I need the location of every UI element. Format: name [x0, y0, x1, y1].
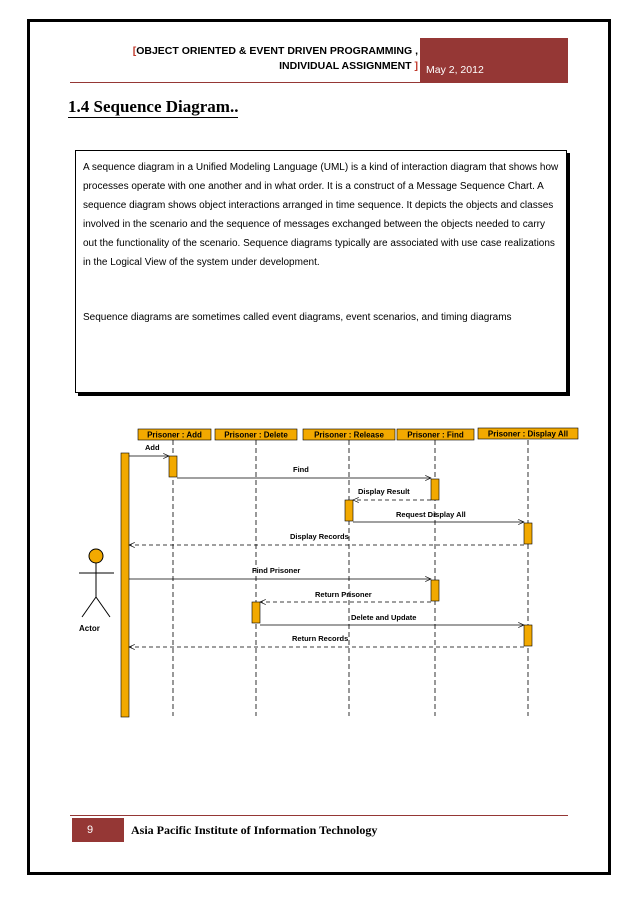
- actor-activation: [120, 452, 130, 718]
- footer-divider: [70, 815, 568, 816]
- activation-display-all-1: [523, 522, 533, 545]
- footer-page-box: 9: [72, 818, 124, 842]
- header-line2: INDIVIDUAL ASSIGNMENT: [279, 60, 412, 72]
- message-request-display-all-label: Request Display All: [396, 510, 466, 519]
- activation-find-1: [430, 478, 440, 501]
- object-box-add: [137, 428, 212, 441]
- header-line1: OBJECT ORIENTED & EVENT DRIVEN PROGRAMMI…: [136, 45, 418, 57]
- message-find-prisoner-label: Find Prisoner: [252, 566, 300, 575]
- object-label-find: Prisoner : Find: [407, 431, 464, 440]
- actor-figure: [79, 548, 114, 618]
- activation-display-all-2: [523, 624, 533, 647]
- header-title: [OBJECT ORIENTED & EVENT DRIVEN PROGRAMM…: [132, 45, 418, 72]
- alias-paragraph: Sequence diagrams are sometimes called e…: [83, 312, 512, 324]
- lifelines: [172, 440, 529, 716]
- activation-find-2: [430, 579, 440, 602]
- message-return-records-label: Return Records: [292, 634, 348, 643]
- actor-head: [88, 548, 104, 564]
- message-display-result-label: Display Result: [358, 487, 410, 496]
- actor-label: Actor: [79, 624, 100, 633]
- definition-paragraph: A sequence diagram in a Unified Modeling…: [83, 162, 559, 268]
- message-delete-update-label: Delete and Update: [351, 613, 416, 622]
- object-label-display-all: Prisoner : Display All: [488, 430, 568, 439]
- section-title: 1.4 Sequence Diagram..: [68, 97, 239, 118]
- page-border: [27, 19, 611, 875]
- header-divider: [70, 82, 568, 83]
- activation-release: [344, 499, 354, 522]
- message-add-label: Add: [145, 443, 160, 452]
- object-box-delete: [214, 428, 298, 441]
- page-number: 9: [87, 824, 94, 836]
- message-return-prisoner-label: Return Prisoner: [315, 590, 372, 599]
- object-label-delete: Prisoner : Delete: [224, 431, 288, 440]
- object-label-release: Prisoner : Release: [314, 431, 384, 440]
- object-box-find: [396, 428, 475, 441]
- activation-add: [168, 455, 178, 478]
- header-date-box: May 2, 2012: [420, 38, 568, 82]
- footer-institute: Asia Pacific Institute of Information Te…: [131, 823, 378, 837]
- activation-delete: [251, 601, 261, 624]
- message-display-records-label: Display Records: [290, 532, 349, 541]
- message-find-label: Find: [293, 465, 309, 474]
- object-label-add: Prisoner : Add: [147, 431, 202, 440]
- header-date: May 2, 2012: [426, 64, 484, 76]
- object-box-display-all: [477, 427, 579, 440]
- object-box-release: [302, 428, 396, 441]
- definition-textbox: A sequence diagram in a Unified Modeling…: [75, 150, 567, 393]
